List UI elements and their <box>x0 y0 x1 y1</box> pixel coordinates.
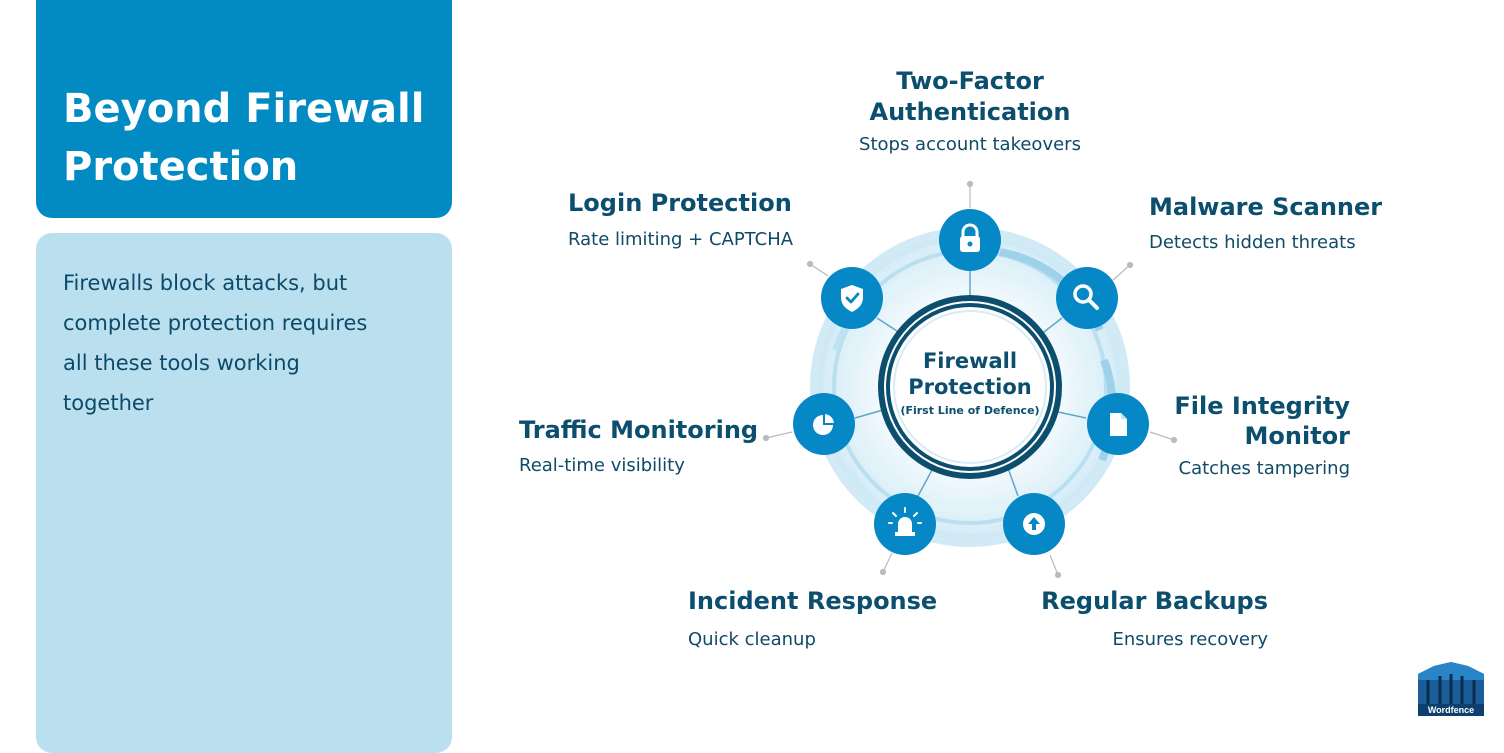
magnifier-icon <box>1073 284 1099 310</box>
leader-lines <box>762 180 1178 579</box>
pie-chart-icon <box>813 411 837 435</box>
incident-response-subtitle: Quick cleanup <box>688 629 816 650</box>
traffic-monitoring-subtitle: Real-time visibility <box>519 455 685 476</box>
page-title: Beyond Firewall Protection <box>63 86 425 190</box>
logo-text: Wordfence <box>1428 705 1474 715</box>
login-protection-subtitle: Rate limiting + CAPTCHA <box>568 229 794 250</box>
login-protection-title: Login Protection <box>568 189 792 217</box>
node-login-protection <box>821 267 883 329</box>
center-subtitle: (First Line of Defence) <box>900 404 1040 417</box>
node-incident-response <box>874 493 936 555</box>
node-malware-scanner <box>1056 267 1118 329</box>
two-factor-title-line1: Two-Factor <box>896 67 1044 95</box>
upload-icon <box>1023 513 1045 535</box>
regular-backups-subtitle: Ensures recovery <box>1112 629 1268 650</box>
shield-check-icon <box>841 285 863 312</box>
hub-connectors <box>854 270 1087 497</box>
traffic-monitoring-title: Traffic Monitoring <box>519 416 759 444</box>
two-factor-subtitle: Stops account takeovers <box>859 134 1081 155</box>
incident-response-title: Incident Response <box>688 587 938 615</box>
title-panel: Beyond Firewall Protection <box>36 0 452 218</box>
document-icon <box>1110 413 1127 436</box>
center-hub <box>878 295 1062 479</box>
malware-scanner-subtitle: Detects hidden threats <box>1149 232 1356 253</box>
malware-scanner-title: Malware Scanner <box>1149 193 1383 221</box>
node-regular-backups <box>1003 493 1065 555</box>
file-integrity-title-line2: Monitor <box>1244 422 1350 450</box>
regular-backups-title: Regular Backups <box>1041 587 1268 615</box>
fortress-logo-icon: Wordfence <box>1418 662 1484 716</box>
center-title-line2: Protection <box>908 375 1032 399</box>
file-integrity-subtitle: Catches tampering <box>1178 458 1351 479</box>
two-factor-title-line2: Authentication <box>869 98 1071 126</box>
lock-icon <box>960 223 980 252</box>
node-two-factor <box>939 209 1001 271</box>
description-text: Firewalls block attacks, but complete pr… <box>63 271 368 415</box>
center-title-line1: Firewall <box>922 349 1018 373</box>
siren-icon <box>888 507 922 536</box>
node-traffic-monitoring <box>793 393 855 455</box>
node-file-integrity <box>1087 393 1149 455</box>
description-panel: Firewalls block attacks, but complete pr… <box>36 233 452 753</box>
file-integrity-title-line1: File Integrity <box>1174 392 1350 420</box>
